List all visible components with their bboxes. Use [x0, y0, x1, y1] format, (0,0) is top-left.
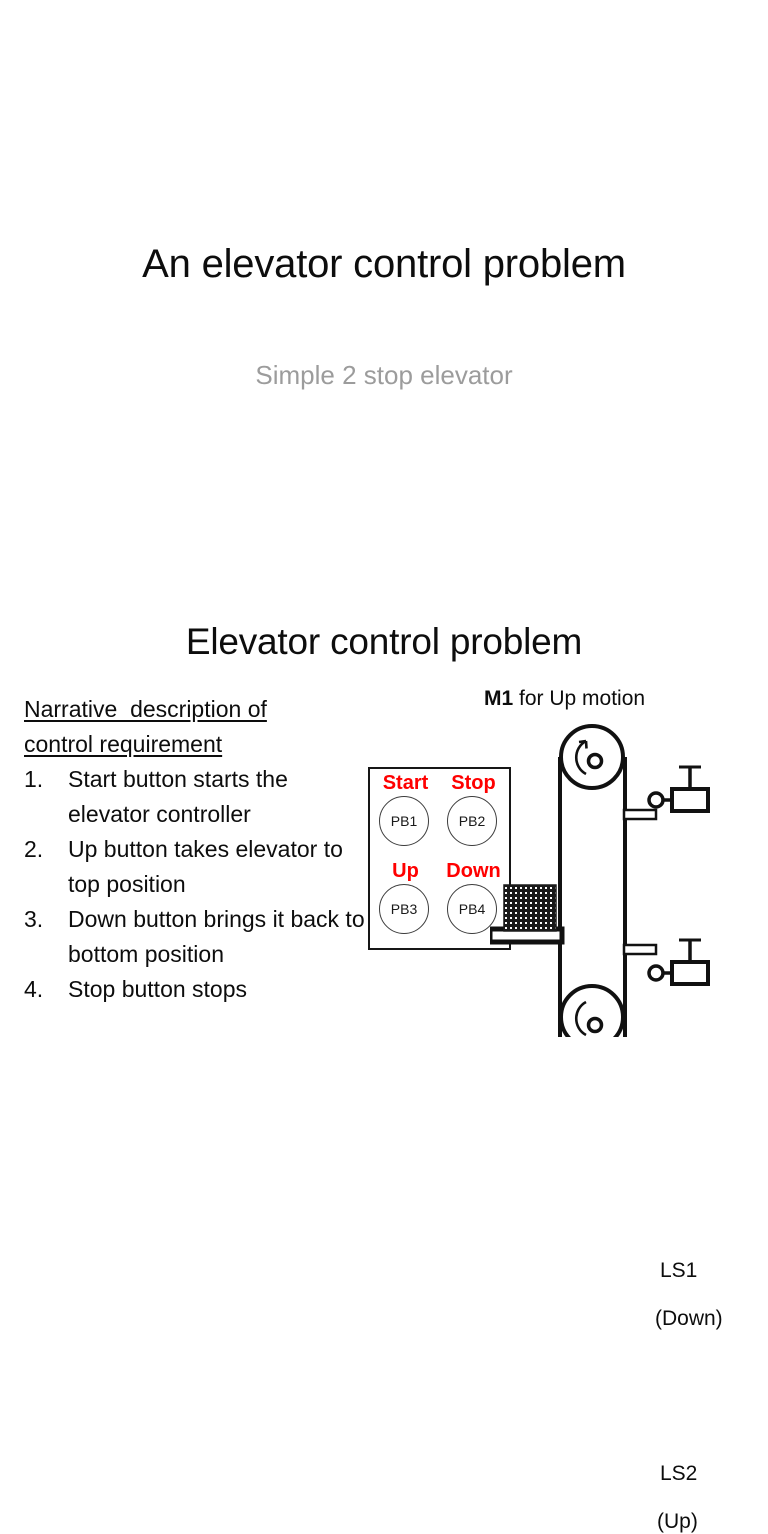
- pushbutton-down-tag[interactable]: PB4: [447, 884, 497, 934]
- pushbutton-stop-label: Stop: [451, 772, 496, 794]
- ls1-roller-icon: [647, 791, 665, 809]
- list-item-number: 1.: [24, 766, 44, 792]
- top-pulley-hub-icon: [586, 752, 604, 770]
- page-title: An elevator control problem: [142, 241, 626, 286]
- list-item: 2. Up button takes elevator to top posit…: [24, 832, 374, 902]
- pushbutton-up-tag[interactable]: PB3: [379, 884, 429, 934]
- list-item-text: Down button brings it back to bottom pos…: [68, 906, 365, 967]
- list-item: 3. Down button brings it back to bottom …: [24, 902, 374, 972]
- list-item-text: Start button starts the elevator control…: [68, 766, 288, 827]
- motor-caption-text: for Up motion: [513, 687, 646, 710]
- content-slide: Elevator control problem Narrative descr…: [0, 512, 768, 1533]
- title-slide: An elevator control problem Simple 2 sto…: [0, 0, 768, 512]
- list-item-text: Stop button stops: [68, 976, 248, 1002]
- list-item: 4. Stop button stops: [24, 972, 374, 1007]
- requirement-list: 1. Start button starts the elevator cont…: [24, 762, 374, 1007]
- list-item-text: Up button takes elevator to top position: [68, 836, 343, 897]
- motor-caption-tag: M1: [484, 687, 514, 710]
- pushbutton-start-label: Start: [382, 772, 429, 794]
- list-item-number: 4.: [24, 976, 44, 1002]
- slide-heading: Elevator control problem: [185, 620, 583, 662]
- motor-caption: M1 for Up motion: [484, 687, 645, 711]
- elevator-shaft-diagram: [490, 717, 768, 1037]
- list-item-number: 2.: [24, 836, 44, 862]
- pushbutton-down-label: Down: [446, 860, 501, 882]
- ls1-cam-flag: [622, 808, 658, 821]
- narrative-block: Narrative description of control require…: [24, 692, 374, 1007]
- pushbutton-stop[interactable]: Stop PB2: [438, 769, 509, 860]
- ls2-direction-label: (Up): [657, 1510, 698, 1533]
- ls1-label: LS1: [660, 1259, 698, 1282]
- pushbutton-panel: Start PB1 Stop PB2 Up PB3 Down PB4: [368, 767, 511, 950]
- counterweight-block: [503, 884, 557, 932]
- page-subtitle: Simple 2 stop elevator: [255, 360, 513, 390]
- pushbutton-stop-tag[interactable]: PB2: [447, 796, 497, 846]
- list-item: 1. Start button starts the elevator cont…: [24, 762, 374, 832]
- top-pulley-rotation-arrow-icon: [574, 739, 587, 776]
- bottom-pulley-hub-icon: [586, 1016, 604, 1034]
- ls1-switch-body: [670, 787, 710, 813]
- ls2-label: LS2: [660, 1462, 698, 1485]
- ls2-roller-icon: [647, 964, 665, 982]
- ls1-direction-label: (Down): [655, 1307, 723, 1330]
- narrative-heading-line-1: Narrative description of: [24, 696, 267, 722]
- ls2-switch-body: [670, 960, 710, 986]
- pushbutton-up-label: Up: [392, 860, 419, 882]
- top-pulley-arrowhead-icon: [578, 739, 588, 749]
- ls2-cam-flag: [622, 943, 658, 956]
- pushbutton-start-tag[interactable]: PB1: [379, 796, 429, 846]
- pushbutton-up[interactable]: Up PB3: [370, 857, 441, 948]
- list-item-number: 3.: [24, 906, 44, 932]
- narrative-heading-line-2: control requirement: [24, 731, 223, 757]
- pushbutton-down[interactable]: Down PB4: [438, 857, 509, 948]
- pushbutton-start[interactable]: Start PB1: [370, 769, 441, 860]
